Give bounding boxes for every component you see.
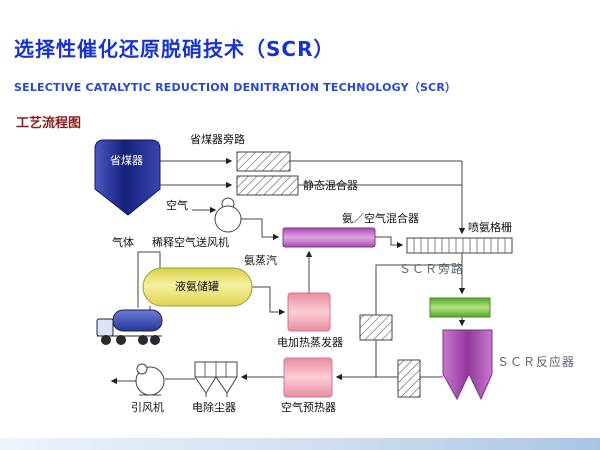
air-preheater-shape: [283, 357, 333, 398]
gas-label: 气体: [112, 236, 134, 249]
ammonia-injection-grid-label: 喷氨格栅: [468, 221, 512, 234]
catalyst-layer-shape: [429, 297, 491, 318]
static-mixer-damper: [236, 175, 299, 196]
section-label: 工艺流程图: [16, 116, 82, 131]
esp-icon: [194, 361, 238, 397]
economizer-bypass-damper: [236, 151, 291, 172]
electric-evaporator-label: 电加热蒸发器: [277, 336, 343, 349]
ammonia-truck-icon: [96, 309, 163, 345]
outlet-damper: [397, 359, 421, 398]
economizer-label: 省煤器: [110, 154, 143, 167]
id-fan-label: 引风机: [131, 401, 164, 414]
static-mixer-label: 静态混合器: [303, 179, 358, 192]
page-title: 选择性催化还原脱硝技术（SCR）: [14, 37, 335, 61]
air-preheater-label: 空气预热器: [281, 401, 336, 414]
esp-label: 电除尘器: [192, 401, 236, 414]
air-label: 空气: [166, 199, 188, 212]
economizer-bypass-label: 省煤器旁路: [190, 133, 245, 146]
dilution-air-fan-icon: [214, 197, 242, 233]
electric-evaporator-shape: [287, 292, 331, 332]
liquid-ammonia-tank-label: 液氨储罐: [175, 280, 219, 293]
dilution-air-fan-label: 稀释空气送风机: [152, 236, 229, 249]
scr-reactor-label: ＳＣＲ反应器: [497, 355, 576, 369]
liquid-ammonia-tank-shape: [142, 267, 253, 307]
bottom-decoration-band: [0, 438, 600, 450]
id-fan-icon: [135, 363, 165, 396]
economizer-shape: [94, 139, 161, 216]
ammonia-air-mixer-shape: [282, 227, 376, 248]
scr-bypass-damper: [359, 314, 393, 341]
ammonia-air-mixer-label: 氨／空气混合器: [342, 212, 419, 225]
ammonia-vapor-label: 氨蒸汽: [244, 254, 277, 267]
flow-lines: [110, 157, 466, 385]
scr-bypass-label: ＳＣＲ旁路: [399, 262, 465, 276]
ammonia-injection-grid-shape: [406, 237, 513, 254]
page-subtitle: SELECTIVE CATALYTIC REDUCTION DENITRATIO…: [14, 81, 457, 94]
scr-reactor-shape: [442, 329, 493, 401]
